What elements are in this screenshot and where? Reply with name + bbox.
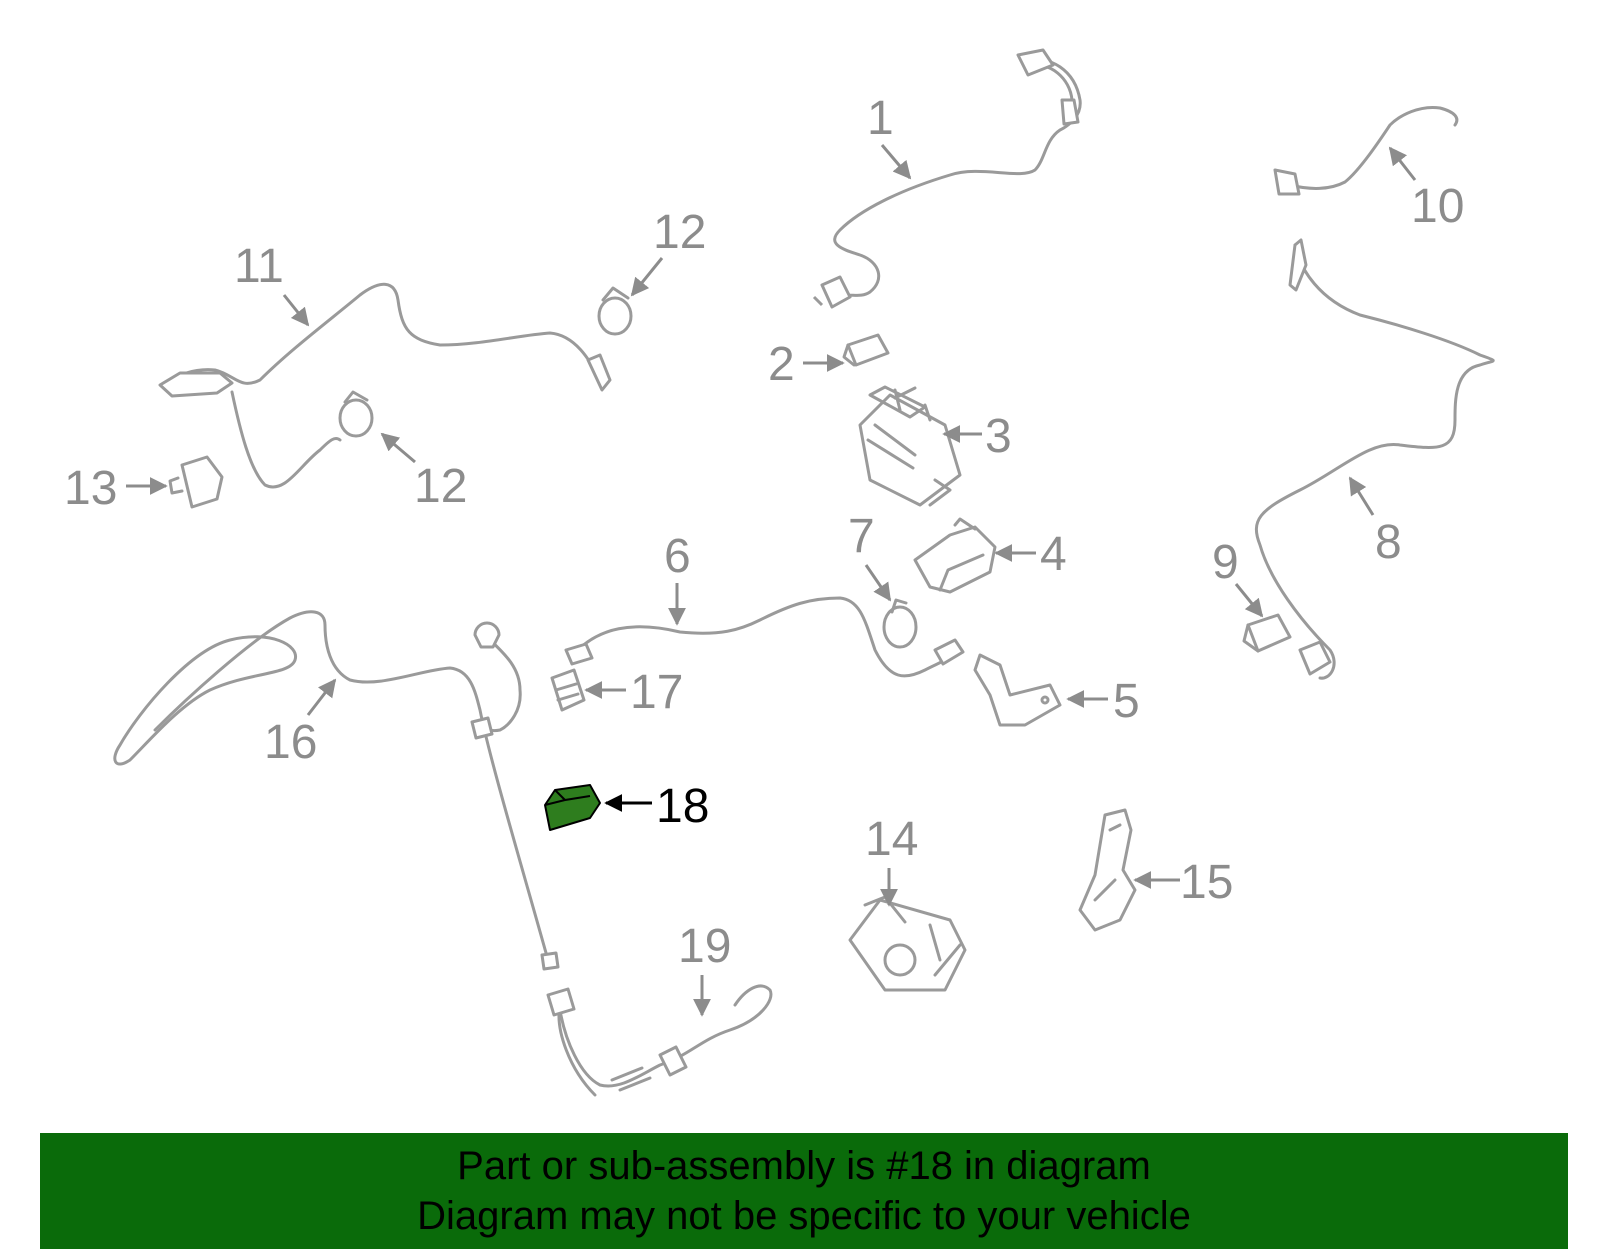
leader-8 (1348, 476, 1375, 516)
leader-1 (880, 144, 912, 180)
label-14: 14 (865, 813, 918, 866)
label-18: 18 (656, 780, 709, 833)
part-9-clamp (1242, 613, 1292, 653)
part-8-hose (1254, 238, 1495, 680)
label-9: 9 (1212, 536, 1239, 589)
part-11-hose (158, 282, 612, 489)
part-18-highlighted[interactable] (544, 784, 601, 831)
caption-line-2: Diagram may not be specific to your vehi… (417, 1194, 1191, 1238)
part-7-clamp (882, 598, 918, 649)
part-17-clip (550, 668, 586, 712)
label-4: 4 (1040, 528, 1067, 581)
leader-12b (380, 432, 416, 464)
label-5: 5 (1113, 675, 1140, 728)
label-16: 16 (264, 716, 317, 769)
part-1-hose (812, 48, 1082, 309)
part-14-block (848, 895, 967, 992)
caption-line-1: Part or sub-assembly is #18 in diagram (457, 1144, 1151, 1188)
label-3: 3 (985, 410, 1012, 463)
label-10: 10 (1411, 180, 1464, 233)
leader-7 (864, 564, 892, 602)
caption-bar: Part or sub-assembly is #18 in diagram D… (40, 1133, 1568, 1249)
label-7: 7 (848, 510, 875, 563)
label-13: 13 (64, 462, 117, 515)
leader-11 (282, 294, 310, 327)
label-15: 15 (1180, 856, 1233, 909)
part-6-tube (564, 596, 965, 678)
part-4-bracket (913, 517, 997, 594)
label-12a: 12 (653, 206, 706, 259)
label-2: 2 (768, 338, 795, 391)
label-1: 1 (867, 92, 894, 145)
leader-12a (630, 257, 664, 297)
part-5-plate (973, 653, 1062, 727)
label-6: 6 (664, 530, 691, 583)
label-17: 17 (630, 666, 683, 719)
part-13-sensor (168, 455, 224, 509)
part-10-hose (1273, 105, 1459, 196)
label-8: 8 (1375, 516, 1402, 569)
part-19-hose (546, 984, 773, 1097)
label-19: 19 (678, 920, 731, 973)
part-12b-clamp (338, 390, 374, 438)
part-12a-clamp (597, 286, 633, 336)
part-3-valve (858, 385, 962, 507)
part-16-hose (113, 610, 560, 971)
part-2-clamp (842, 333, 890, 367)
leader-10 (1388, 146, 1417, 181)
label-11: 11 (234, 240, 284, 293)
part-15-shield (1078, 808, 1137, 932)
leader-16 (306, 678, 337, 716)
part-18-shape[interactable] (544, 784, 601, 831)
label-12b: 12 (414, 460, 467, 513)
parts-diagram: 1 2 3 4 5 6 7 8 (64, 48, 1495, 1097)
leader-9 (1234, 583, 1264, 618)
